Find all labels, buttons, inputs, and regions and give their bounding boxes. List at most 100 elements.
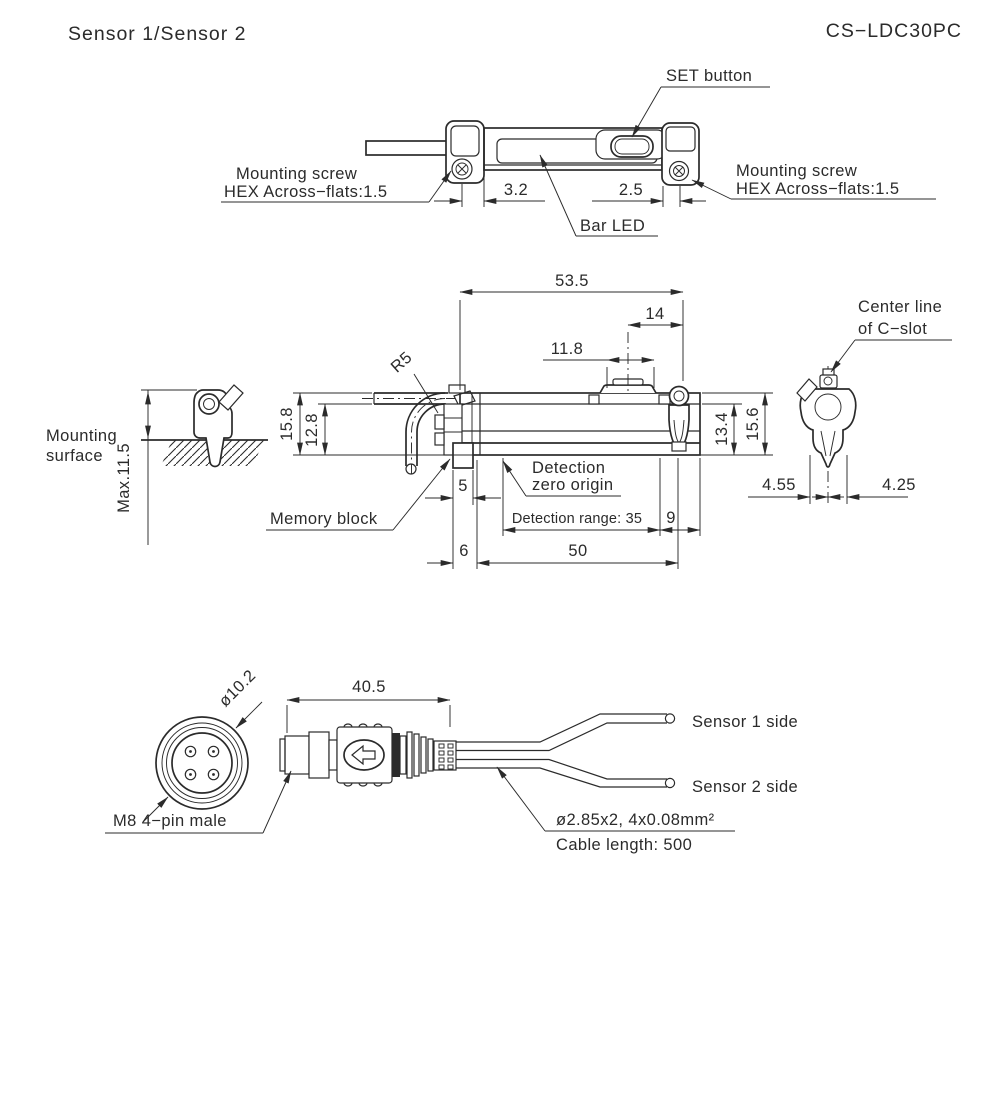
cable-end-loop [405, 463, 417, 475]
mounting-screw-left-line1: Mounting screw [236, 165, 357, 183]
label-mounting-screw-right: Mounting screw HEX Across−flats:1.5 [691, 162, 936, 200]
cslot-body [799, 388, 857, 468]
label-mounting-screw-left: Mounting screw HEX Across−flats:1.5 [221, 165, 452, 203]
left-arrow-icon [351, 744, 376, 766]
dim-50-value: 50 [568, 542, 587, 560]
dim-3-2-value: 3.2 [504, 181, 528, 199]
side-view-linework [362, 378, 701, 475]
connector-face-outer [155, 716, 249, 810]
mounting-screw-right-line2: HEX Across−flats:1.5 [736, 180, 899, 198]
dim-9-value: 9 [666, 509, 676, 527]
wire-end-loop [664, 777, 676, 789]
cable-stub [365, 140, 451, 156]
memory-block [452, 442, 474, 469]
page-title: Sensor 1/Sensor 2 [68, 23, 247, 45]
top-view: SET button Mounting screw HEX Across−fla… [221, 67, 936, 237]
header: Sensor 1/Sensor 2 CS−LDC30PC [68, 20, 962, 45]
label-memory-block: Memory block [266, 458, 451, 531]
dim-5-value: 5 [458, 477, 468, 495]
side-view: Mounting surface Max.11.5 53.5 14 [46, 272, 952, 569]
mounting-example-view [141, 384, 268, 468]
dimension-53-5: 53.5 [459, 272, 684, 390]
dim-diameter-value: ø10.2 [215, 666, 259, 710]
dimension-5: 5 [425, 470, 501, 569]
center-line-line2: of C−slot [858, 320, 927, 338]
dimension-12-8: 12.8 [303, 403, 372, 456]
dim-4-25-value: 4.25 [882, 476, 916, 494]
dimension-detection-range: Detection range: 35 [502, 458, 661, 536]
label-bar-led: Bar LED [539, 154, 658, 237]
label-center-line: Center line of C−slot [830, 298, 952, 373]
dimension-50: 50 [476, 458, 679, 569]
dim-4-55-value: 4.55 [762, 476, 796, 494]
sensor1-side-label: Sensor 1 side [692, 713, 798, 731]
clamp-top-detail [448, 384, 466, 394]
cslot-top-screw [819, 374, 838, 389]
dimension-40-5: 40.5 [286, 678, 451, 733]
sensor2-side-label: Sensor 2 side [692, 778, 798, 796]
top-view-linework [365, 120, 700, 186]
pin-icon [184, 745, 197, 758]
wire-end-loop [664, 713, 676, 724]
cslot-end-view [796, 366, 857, 505]
dim-2-5-value: 2.5 [619, 181, 643, 199]
dim-40-5-value: 40.5 [352, 678, 386, 696]
dimension-13-4: 13.4 [702, 403, 742, 456]
pin-icon [184, 768, 197, 781]
label-set-button: SET button [631, 67, 770, 138]
clamp-lever [218, 384, 244, 411]
dimension-11-8: 11.8 [543, 340, 655, 388]
set-button-label: SET button [666, 67, 752, 85]
cslot-lever [796, 378, 818, 402]
strain-relief-rib [406, 731, 413, 779]
dim-detection-range-value: Detection range: 35 [512, 511, 642, 527]
screw-dome-icon [668, 385, 690, 407]
connector-side-view [279, 723, 457, 787]
dimension-9: 9 [659, 458, 701, 536]
hex-nut [308, 731, 330, 779]
dim-15-6-value: 15.6 [744, 407, 762, 441]
dimension-3-2: 3.2 [434, 176, 545, 207]
pin-icon [207, 745, 220, 758]
strain-relief-rib [427, 738, 434, 772]
dimension-6: 6 [427, 460, 478, 569]
mounting-surface-line1: Mounting [46, 427, 117, 445]
mounting-screw-right-line1: Mounting screw [736, 162, 857, 180]
dimension-4-55: 4.55 [748, 455, 829, 504]
direction-badge [343, 739, 385, 771]
center-line-line1: Center line [858, 298, 942, 316]
m8-connector-label: M8 4−pin male [113, 812, 227, 830]
cable-bend-outer [405, 392, 446, 466]
bend-radius-value: R5 [387, 348, 415, 376]
strain-relief-rib [420, 736, 427, 774]
dim-15-8-value: 15.8 [278, 407, 296, 441]
dim-6-value: 6 [459, 542, 469, 560]
strain-relief-rib [413, 733, 420, 777]
label-cable-spec: ø2.85x2, 4x0.08mm² Cable length: 500 [496, 766, 735, 854]
dark-ring [392, 733, 400, 777]
dim-12-8-value: 12.8 [303, 413, 321, 447]
dim-14-value: 14 [645, 305, 664, 323]
dimension-2-5: 2.5 [592, 181, 706, 207]
cable-length-label: Cable length: 500 [556, 836, 692, 854]
dim-max-11-5-value: Max.11.5 [115, 443, 133, 513]
cable-spec-label: ø2.85x2, 4x0.08mm² [556, 811, 715, 829]
memory-block-label: Memory block [270, 510, 378, 528]
detection-zero-line1: Detection [532, 459, 605, 477]
mounting-surface-line2: surface [46, 447, 103, 465]
label-detection-zero: Detection zero origin [502, 459, 621, 497]
cable-split-linework [456, 713, 676, 789]
model-number: CS−LDC30PC [826, 20, 962, 42]
dim-13-4-value: 13.4 [713, 412, 731, 446]
thread-section [284, 735, 310, 775]
cable-view: ø10.2 40.5 [105, 666, 798, 854]
connector-face-view [155, 716, 249, 810]
bar-led-label: Bar LED [580, 217, 645, 235]
dimension-max-11-5: Max.11.5 [115, 389, 197, 545]
pin-icon [207, 768, 220, 781]
dim-11-8-value: 11.8 [551, 340, 584, 358]
label-m8-connector: M8 4−pin male [105, 770, 292, 834]
dim-53-5-value: 53.5 [555, 272, 589, 290]
